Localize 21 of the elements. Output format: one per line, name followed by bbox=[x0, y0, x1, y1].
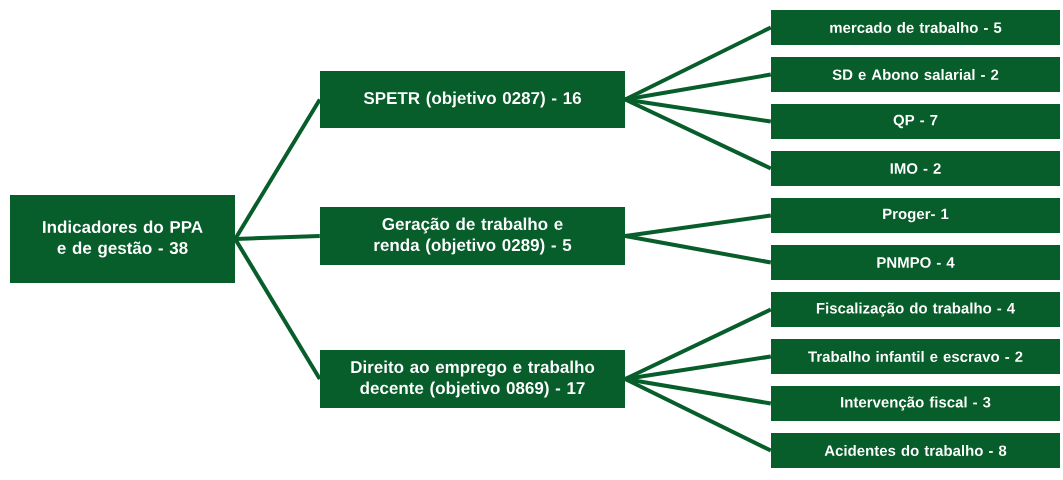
connector bbox=[624, 377, 772, 406]
connector bbox=[624, 97, 772, 124]
box: IMO - 2 bbox=[771, 151, 1060, 186]
box: QP - 7 bbox=[771, 104, 1060, 139]
connector bbox=[624, 234, 772, 265]
box: Proger- 1 bbox=[771, 198, 1060, 233]
box: Indicadores do PPA e de gestão - 38 bbox=[10, 195, 235, 283]
box: Fiscalização do trabalho - 4 bbox=[771, 292, 1060, 327]
box: Trabalho infantil e escravo - 2 bbox=[771, 339, 1060, 374]
connector bbox=[233, 237, 322, 381]
box: Acidentes do trabalho - 8 bbox=[771, 433, 1060, 468]
connector bbox=[624, 72, 772, 102]
box: SD e Abono salarial - 2 bbox=[771, 57, 1060, 92]
box: Intervenção fiscal - 3 bbox=[771, 386, 1060, 421]
connector bbox=[233, 98, 322, 241]
box: mercado de trabalho - 5 bbox=[771, 10, 1060, 45]
connector bbox=[235, 234, 320, 241]
box: SPETR (objetivo 0287) - 16 bbox=[320, 71, 625, 128]
box: Geração de trabalho e renda (objetivo 0289) - 5 bbox=[320, 207, 625, 265]
box: PNMPO - 4 bbox=[771, 245, 1060, 280]
box: Direito ao emprego e trabalho decente (objetivo 0869) - 17 bbox=[320, 350, 625, 408]
